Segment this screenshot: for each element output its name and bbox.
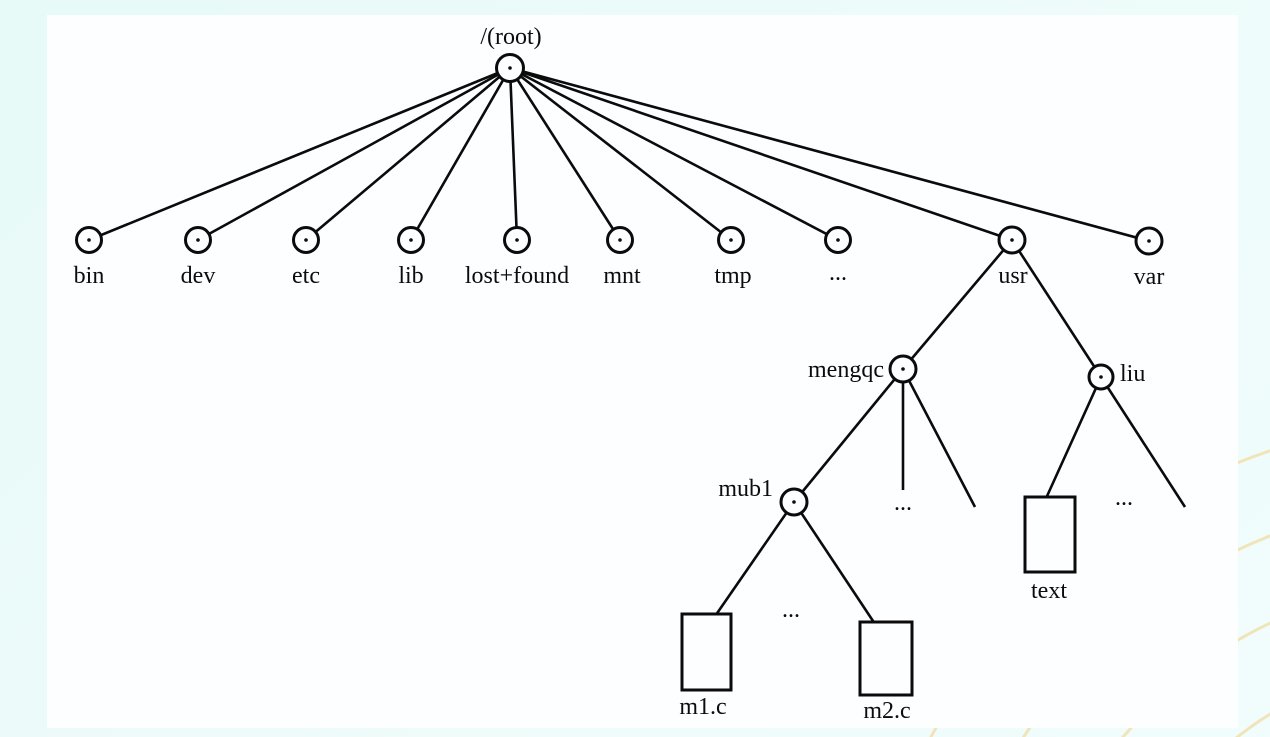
label-liu: liu bbox=[1120, 361, 1145, 387]
label-text-file: text bbox=[1031, 578, 1067, 604]
edge-liu-text bbox=[1041, 376, 1103, 506]
edge-root-var bbox=[509, 66, 1150, 243]
file-node-m2c bbox=[858, 620, 914, 697]
label-level1-ellipsis: ... bbox=[829, 260, 847, 286]
dir-node-lib-dot bbox=[409, 238, 413, 242]
edge-usr-mengqc bbox=[902, 239, 1013, 370]
dir-node-usr-dot bbox=[1010, 238, 1014, 242]
dir-node-etc-dot bbox=[304, 238, 308, 242]
edge-mengqc-mub1 bbox=[792, 368, 905, 503]
edge-root-tmp bbox=[509, 66, 732, 242]
edge-root-mnt bbox=[508, 67, 622, 241]
edge-root-usr bbox=[509, 66, 1013, 242]
dir-node-mub1-dot bbox=[792, 500, 796, 504]
dir-node-mnt-dot bbox=[618, 238, 622, 242]
label-etc: etc bbox=[292, 263, 320, 289]
label-usr: usr bbox=[998, 263, 1027, 289]
label-m2c: m2.c bbox=[863, 698, 910, 724]
diagram-panel bbox=[47, 15, 1238, 728]
label-bin: bin bbox=[74, 263, 105, 289]
label-lostfound: lost+found bbox=[465, 263, 569, 289]
edge-root-dev bbox=[197, 66, 511, 242]
edge-usr-liu bbox=[1010, 239, 1103, 378]
label-dev: dev bbox=[181, 263, 216, 289]
dir-node-var-dot bbox=[1147, 239, 1151, 243]
dir-node-dev-dot bbox=[196, 238, 200, 242]
label-mub1: mub1 bbox=[718, 476, 773, 502]
edge-mub1-m2c bbox=[792, 501, 881, 631]
label-root: /(root) bbox=[480, 24, 541, 50]
edge-root-lostfound bbox=[508, 67, 519, 241]
edge-root-bin bbox=[88, 66, 511, 242]
dir-node-liu-dot bbox=[1099, 375, 1103, 379]
node-labels: /(root) bin dev etc lib lost+found mnt t… bbox=[74, 24, 1165, 724]
label-liu-ellipsis: ... bbox=[1115, 485, 1133, 511]
label-mengqc-ellipsis: ... bbox=[894, 490, 912, 516]
directory-nodes bbox=[75, 53, 1164, 517]
edge-liu-other bbox=[1099, 376, 1187, 508]
file-nodes bbox=[680, 495, 1077, 697]
dir-node-tmp-dot bbox=[729, 238, 733, 242]
dir-node-lostfound-dot bbox=[515, 238, 519, 242]
edges-usr-subtree bbox=[709, 239, 1187, 631]
label-mnt: mnt bbox=[603, 263, 641, 289]
dir-node-mengqc-dot bbox=[901, 367, 905, 371]
file-node-text bbox=[1023, 495, 1077, 574]
label-mengqc: mengqc bbox=[808, 357, 884, 383]
label-lib: lib bbox=[398, 263, 423, 289]
label-tmp: tmp bbox=[714, 263, 751, 289]
edges-root-level1 bbox=[88, 66, 1150, 243]
edge-mengqc-other bbox=[901, 368, 977, 508]
edge-mub1-m1c bbox=[709, 501, 796, 623]
file-node-m1c bbox=[680, 612, 733, 692]
dir-node-ellipsis-dot bbox=[836, 238, 840, 242]
edge-root-ellipsis bbox=[509, 66, 839, 242]
edge-root-lib bbox=[409, 67, 512, 241]
edge-root-etc bbox=[305, 67, 511, 241]
dir-node-root-dot bbox=[508, 66, 512, 70]
dir-node-bin-dot bbox=[87, 238, 91, 242]
label-m1c: m1.c bbox=[679, 694, 726, 720]
label-mub1-ellipsis: ... bbox=[782, 597, 800, 623]
label-var: var bbox=[1134, 264, 1165, 290]
